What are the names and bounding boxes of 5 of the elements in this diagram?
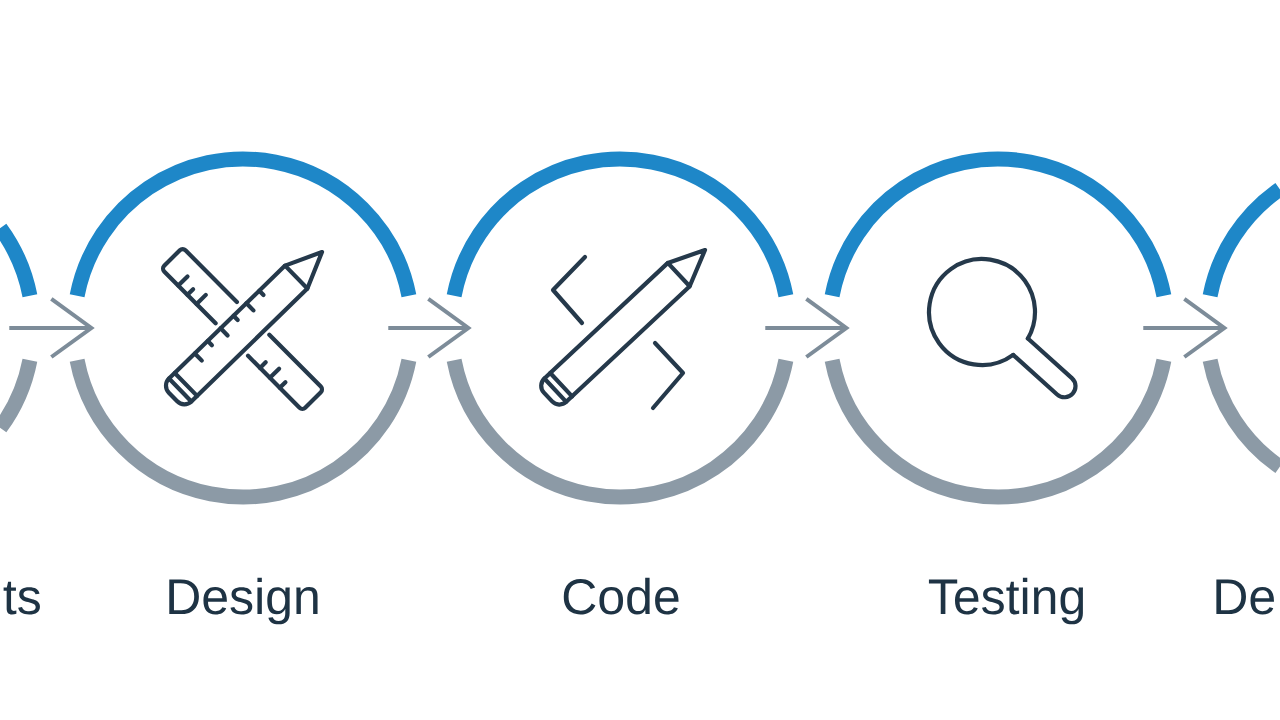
step-label: Code: [563, 577, 679, 615]
step-label: Testing: [928, 577, 1084, 625]
step-label: Design: [169, 577, 318, 625]
step-label: De: [1216, 579, 1274, 615]
step-label: ts: [3, 581, 40, 615]
